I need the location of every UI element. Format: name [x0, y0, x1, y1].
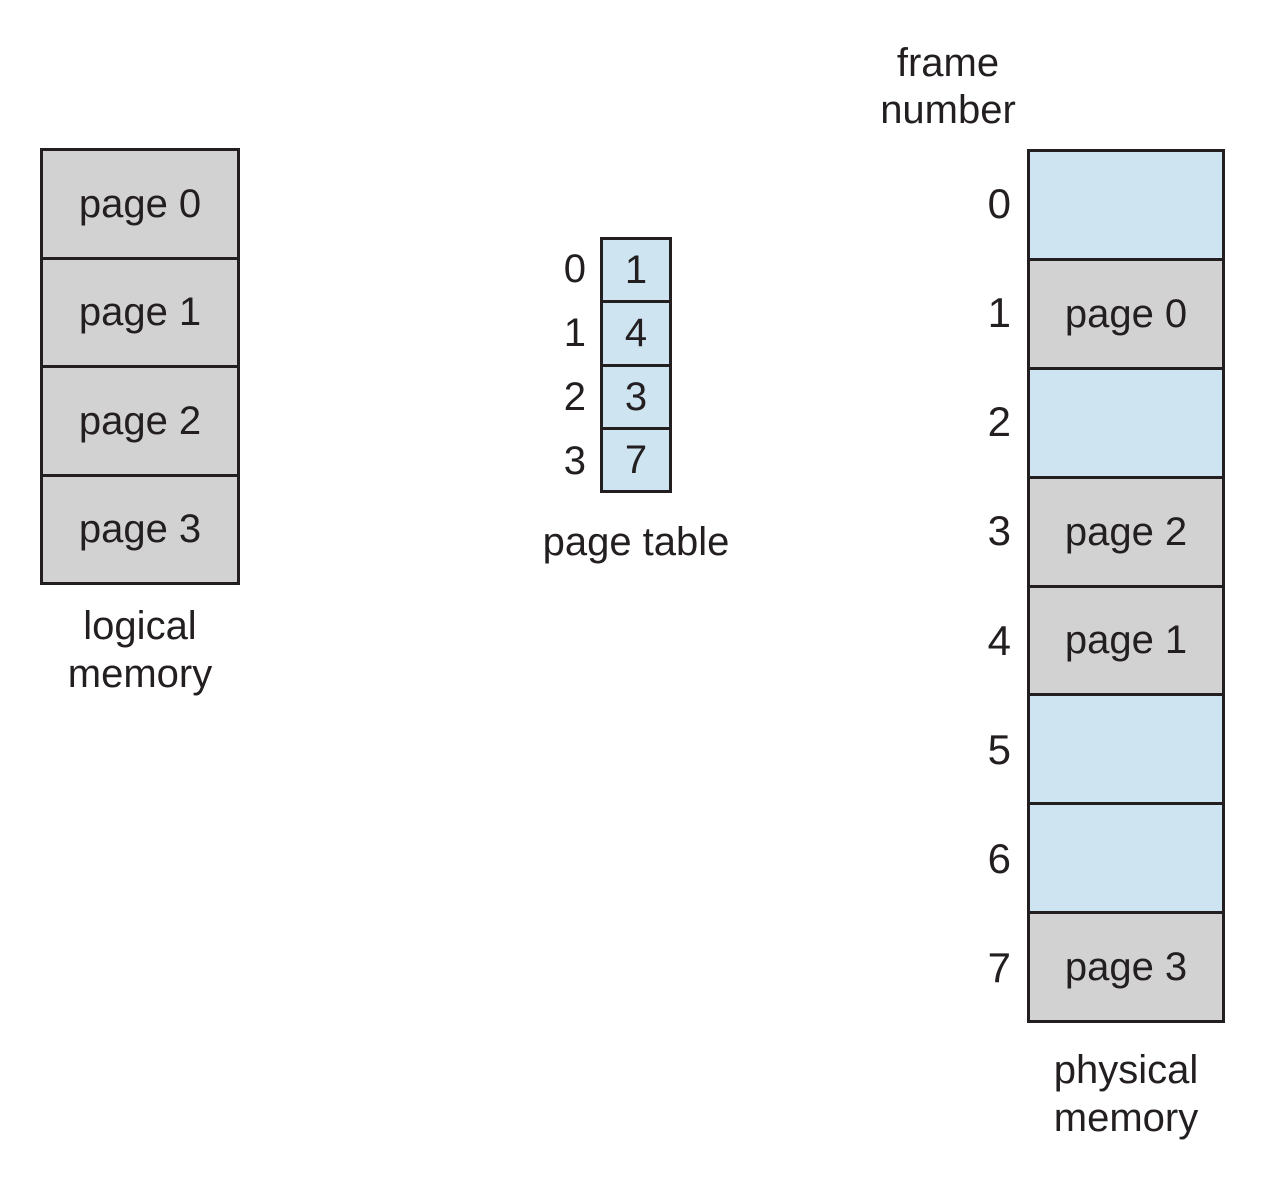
logical-memory-cell: page 2: [43, 365, 237, 474]
frame-number: 3: [987, 507, 1011, 555]
page-table-entry: 7: [603, 426, 669, 490]
physical-memory-frame: page 3: [1030, 911, 1222, 1020]
logical-memory-cell: page 3: [43, 473, 237, 582]
frame-number: 6: [987, 835, 1011, 883]
physical-memory-frame: page 0: [1030, 257, 1222, 367]
frame-number: 5: [987, 725, 1011, 773]
logical-memory-cell: page 1: [43, 256, 237, 365]
physical-memory-frame: [1030, 152, 1222, 258]
physical-memory-label: physical memory: [1053, 1048, 1199, 1140]
page-table-entry: 3: [603, 363, 669, 427]
frame-number: 2: [987, 398, 1011, 446]
page-table-index: 0: [563, 247, 586, 291]
frame-number-column: 0 1 2 3 4 5 6 7: [949, 149, 1011, 1023]
page-table-index: 3: [563, 439, 586, 483]
page-table-entry: 4: [603, 300, 669, 364]
page-table-index: 1: [563, 311, 586, 355]
physical-memory-frame: [1030, 693, 1222, 803]
frame-number-title: frame number: [880, 41, 1016, 132]
logical-memory-cell: page 0: [43, 151, 237, 257]
page-table-label: page table: [542, 520, 730, 564]
frame-number: 7: [987, 944, 1011, 992]
frame-number: 1: [987, 288, 1011, 336]
frame-number: 4: [987, 616, 1011, 664]
frame-number: 0: [987, 179, 1011, 227]
physical-memory-frame: [1030, 366, 1222, 476]
page-table-indices: 0 1 2 3: [536, 237, 586, 493]
physical-memory-frame: page 2: [1030, 475, 1222, 585]
logical-memory-label: logical memory: [67, 604, 213, 696]
page-table-index: 2: [563, 375, 586, 419]
physical-memory-frame: page 1: [1030, 584, 1222, 694]
physical-memory-frame: [1030, 802, 1222, 912]
page-table-entry: 1: [603, 240, 669, 301]
